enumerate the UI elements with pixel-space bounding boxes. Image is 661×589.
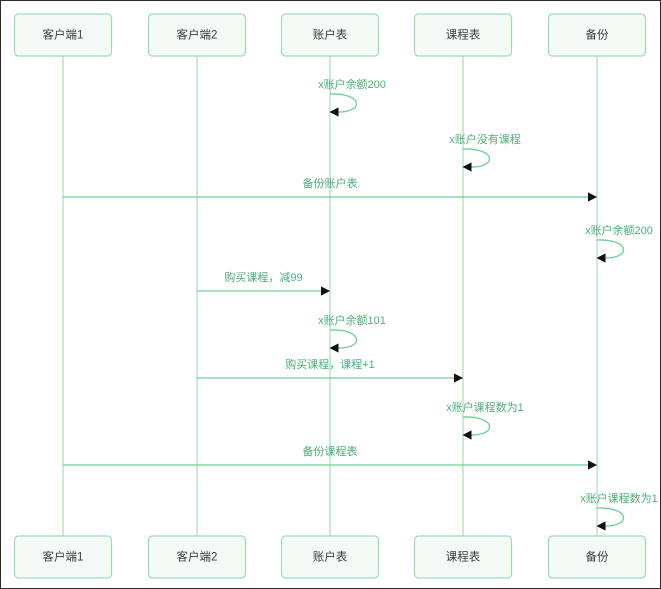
participant-box <box>147 13 247 57</box>
arrow-head <box>329 107 339 117</box>
participant-box <box>547 13 647 57</box>
participant-label: 客户端2 <box>177 28 218 42</box>
participant-box <box>413 13 513 57</box>
participant-header-client1[interactable]: 客户端1 <box>13 13 113 57</box>
participant-box <box>413 535 513 579</box>
participant-label: 课程表 <box>446 28 481 42</box>
message-m8[interactable]: x账户课程数为1 <box>446 400 524 440</box>
self-message-loop <box>329 93 358 113</box>
self-message-loop <box>462 148 491 168</box>
participant-box <box>13 535 113 579</box>
lifelines-group <box>62 56 598 536</box>
message-label: 备份账户表 <box>303 176 358 190</box>
arrow-head <box>588 460 597 470</box>
participant-label: 客户端1 <box>43 28 84 42</box>
message-label: 购买课程，课程+1 <box>285 357 375 371</box>
message-label: x账户课程数为1 <box>446 400 524 414</box>
participant-header-backup[interactable]: 备份 <box>547 13 647 57</box>
message-label: x账户余额101 <box>318 313 386 327</box>
self-message-loop <box>462 416 491 436</box>
participant-box <box>147 535 247 579</box>
participant-label: 账户表 <box>313 28 348 42</box>
participant-header-account_table[interactable]: 账户表 <box>280 13 380 57</box>
message-label: x账户课程数为1 <box>580 491 658 505</box>
participant-label: 客户端2 <box>177 550 218 564</box>
message-label: x账户没有课程 <box>449 132 521 146</box>
participant-footer-backup[interactable]: 备份 <box>547 535 647 579</box>
message-m2[interactable]: x账户没有课程 <box>449 132 521 172</box>
participant-label: 客户端1 <box>43 550 84 564</box>
participant-footer-account_table[interactable]: 账户表 <box>280 535 380 579</box>
participant-label: 备份 <box>586 28 609 42</box>
self-message-loop <box>596 239 625 259</box>
message-label: x账户余额200 <box>318 77 386 91</box>
participant-header-client2[interactable]: 客户端2 <box>147 13 247 57</box>
participant-box <box>280 535 380 579</box>
participant-box <box>547 535 647 579</box>
arrow-head <box>596 253 606 263</box>
message-m10[interactable]: x账户课程数为1 <box>580 491 658 531</box>
message-m5[interactable]: 购买课程，减99 <box>197 270 330 296</box>
self-message-loop <box>329 329 358 349</box>
message-m3[interactable]: 备份账户表 <box>63 176 597 202</box>
participant-footer-client2[interactable]: 客户端2 <box>147 535 247 579</box>
arrow-head <box>596 521 606 531</box>
arrow-head <box>329 343 339 353</box>
message-label: 购买课程，减99 <box>224 270 302 284</box>
message-label: 备份课程表 <box>303 444 358 458</box>
participant-box <box>13 13 113 57</box>
participant-footer-client1[interactable]: 客户端1 <box>13 535 113 579</box>
self-message-loop <box>596 507 625 527</box>
message-m7[interactable]: 购买课程，课程+1 <box>197 357 463 383</box>
message-m9[interactable]: 备份课程表 <box>63 444 597 470</box>
arrow-head <box>462 162 472 172</box>
arrow-head <box>462 430 472 440</box>
participant-label: 课程表 <box>446 550 481 564</box>
arrow-head <box>588 192 597 202</box>
message-m4[interactable]: x账户余额200 <box>585 223 653 263</box>
arrow-head <box>454 373 463 383</box>
message-label: x账户余额200 <box>585 223 653 237</box>
message-m6[interactable]: x账户余额101 <box>318 313 386 353</box>
participant-label: 备份 <box>586 550 609 564</box>
message-m1[interactable]: x账户余额200 <box>318 77 386 117</box>
participant-box <box>280 13 380 57</box>
arrow-head <box>321 286 330 296</box>
participant-label: 账户表 <box>313 550 348 564</box>
participant-header-course_table[interactable]: 课程表 <box>413 13 513 57</box>
participant-footer-course_table[interactable]: 课程表 <box>413 535 513 579</box>
